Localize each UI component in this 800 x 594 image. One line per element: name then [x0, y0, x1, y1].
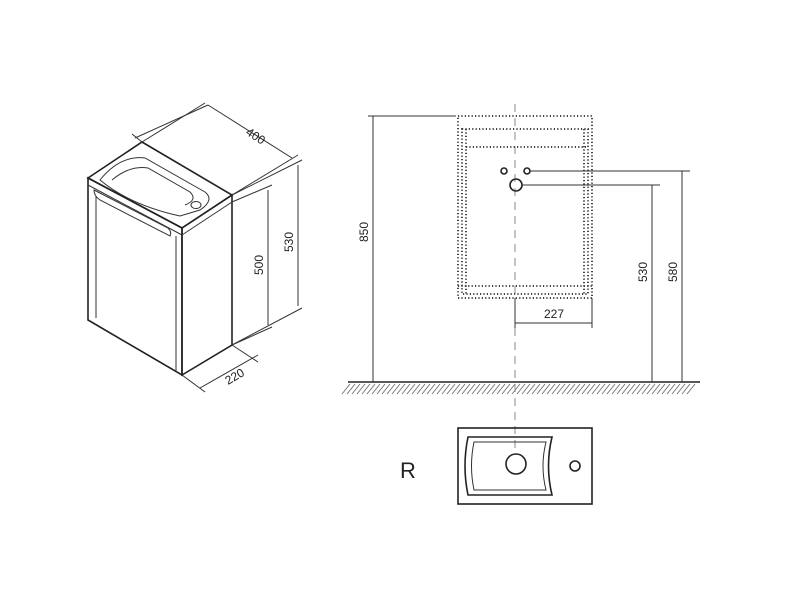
hatch-line: [376, 383, 386, 395]
hatch-line: [496, 383, 506, 395]
variant-label: R: [400, 458, 416, 483]
basin-bowl: [99, 157, 210, 217]
hatch-line: [341, 383, 351, 395]
basin-top: [86, 141, 234, 229]
hatch-line: [536, 383, 546, 395]
hatch-line: [571, 383, 581, 395]
door-handle: [93, 189, 172, 237]
front-elevation: 850 580 530 227: [341, 104, 700, 455]
hatch-line: [486, 383, 496, 395]
hatch-line: [471, 383, 481, 395]
hatch-line: [621, 383, 631, 395]
hatch-line: [381, 383, 391, 395]
hatch-line: [616, 383, 626, 395]
hatch-line: [656, 383, 666, 395]
hatch-line: [511, 383, 521, 395]
hatch-line: [526, 383, 536, 395]
hatch-line: [611, 383, 621, 395]
hatch-line: [636, 383, 646, 395]
hatch-line: [581, 383, 591, 395]
isometric-cabinet: 400 530 500 220: [86, 102, 303, 393]
hatch-line: [541, 383, 551, 395]
hatch-line: [391, 383, 401, 395]
hatch-line: [421, 383, 431, 395]
dim-drain-offset: 227: [544, 307, 564, 321]
tap-hole-icon: [190, 201, 202, 209]
cabinet-front: [87, 176, 183, 377]
floor-hatch: [341, 383, 696, 395]
hatch-line: [401, 383, 411, 395]
cabinet-outline: [457, 115, 593, 299]
hatch-line: [416, 383, 426, 395]
hatch-line: [676, 383, 686, 395]
hatch-line: [586, 383, 596, 395]
hatch-line: [346, 383, 356, 395]
hatch-line: [631, 383, 641, 395]
hatch-line: [396, 383, 406, 395]
hatch-line: [521, 383, 531, 395]
hatch-line: [546, 383, 556, 395]
hatch-line: [466, 383, 476, 395]
hatch-line: [426, 383, 436, 395]
supply-hole-left-icon: [500, 167, 508, 175]
hatch-line: [411, 383, 421, 395]
hatch-line: [666, 383, 676, 395]
plan-drain-icon: [505, 453, 527, 475]
hatch-line: [406, 383, 416, 395]
hatch-line: [461, 383, 471, 395]
hatch-line: [671, 383, 681, 395]
dim-depth: 220: [223, 365, 248, 387]
hatch-line: [506, 383, 516, 395]
hatch-line: [576, 383, 586, 395]
hatch-line: [386, 383, 396, 395]
dim-drain-height: 530: [636, 262, 650, 282]
hatch-line: [451, 383, 461, 395]
hatch-line: [501, 383, 511, 395]
hatch-line: [591, 383, 601, 395]
hatch-line: [596, 383, 606, 395]
hatch-line: [646, 383, 656, 395]
hatch-line: [356, 383, 366, 395]
basin-plan-bowl: [464, 436, 554, 496]
hatch-line: [651, 383, 661, 395]
basin-plan-outline: [457, 427, 593, 505]
hatch-line: [371, 383, 381, 395]
plan-tap-hole-icon: [569, 460, 581, 472]
hatch-line: [661, 383, 671, 395]
hatch-line: [556, 383, 566, 395]
hatch-line: [561, 383, 571, 395]
hatch-line: [361, 383, 371, 395]
hatch-line: [366, 383, 376, 395]
hatch-line: [456, 383, 466, 395]
plan-view: R: [400, 427, 593, 505]
hatch-line: [481, 383, 491, 395]
hatch-line: [626, 383, 636, 395]
hatch-line: [491, 383, 501, 395]
hatch-line: [606, 383, 616, 395]
dim-supply-height: 580: [666, 262, 680, 282]
hatch-line: [436, 383, 446, 395]
dim-total-height: 530: [282, 232, 296, 252]
hatch-line: [681, 383, 691, 395]
hatch-line: [516, 383, 526, 395]
hatch-line: [351, 383, 361, 395]
dim-cabinet-height: 500: [252, 255, 266, 275]
hatch-line: [431, 383, 441, 395]
drain-hole-icon: [509, 178, 523, 192]
hatch-line: [641, 383, 651, 395]
dim-mount-height: 850: [357, 222, 371, 242]
hatch-line: [446, 383, 456, 395]
hatch-line: [686, 383, 696, 395]
hatch-line: [566, 383, 576, 395]
hatch-line: [476, 383, 486, 395]
hatch-line: [441, 383, 451, 395]
dim-width: 400: [243, 125, 268, 148]
cabinet-side: [181, 193, 233, 377]
hatch-line: [601, 383, 611, 395]
supply-hole-right-icon: [523, 167, 531, 175]
hatch-line: [551, 383, 561, 395]
hatch-line: [531, 383, 541, 395]
